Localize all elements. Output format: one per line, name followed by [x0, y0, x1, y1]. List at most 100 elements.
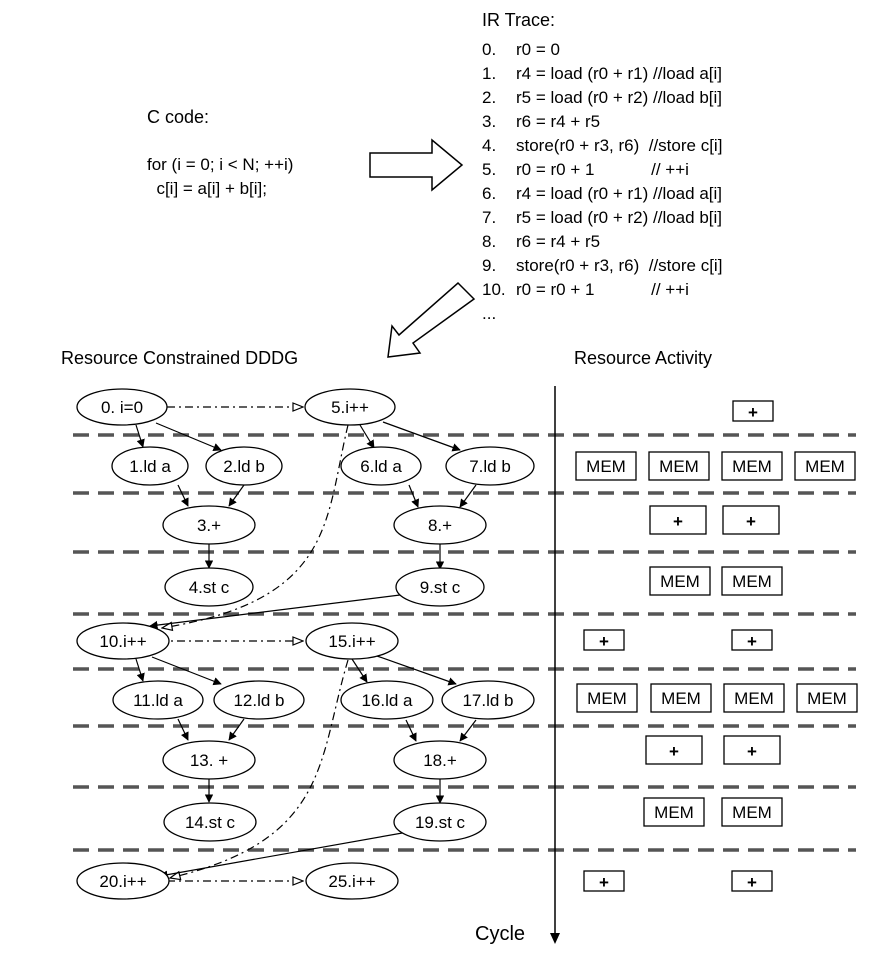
edge-7-8: [459, 484, 477, 508]
ir-trace-title: IR Trace:: [482, 10, 556, 30]
ir-trace-line-text: store(r0 + r3, r6) //store c[i]: [516, 136, 723, 155]
resource-box-frame: [732, 400, 774, 422]
ir-trace-line-number: 6.: [482, 184, 497, 203]
resource-box-label: MEM: [661, 689, 701, 708]
resource-activity-title: Resource Activity: [574, 348, 713, 368]
resource-box-frame: [576, 683, 638, 713]
dddg-node-9: 9.st c: [395, 567, 485, 607]
node-label: 8.+: [428, 516, 452, 535]
resource-box-label: MEM: [654, 803, 694, 822]
edge-11-13: [177, 718, 189, 741]
node-label: 9.st c: [420, 578, 461, 597]
dddg-node-5: 5.i++: [304, 388, 396, 426]
resource-box-frame: [722, 505, 780, 535]
resource-add-box: +: [723, 735, 781, 765]
resource-mem-box: MEM: [721, 566, 783, 596]
resource-mem-box: MEM: [643, 797, 705, 827]
edge-17-18: [459, 719, 477, 742]
edge-2-3: [228, 484, 245, 507]
resource-box-label: MEM: [660, 572, 700, 591]
resource-box-label: +: [747, 873, 757, 892]
dddg-node-16: 16.ld a: [340, 680, 434, 720]
resource-box-frame: [731, 629, 773, 651]
node-ellipse: [393, 505, 487, 545]
node-label: 2.ld b: [223, 457, 265, 476]
node-ellipse: [162, 740, 256, 780]
resource-mem-box: MEM: [721, 797, 783, 827]
resource-box-label: +: [673, 512, 683, 531]
ir-trace-line-text: r5 = load (r0 + r2) //load b[i]: [516, 208, 722, 227]
node-label: 4.st c: [189, 578, 230, 597]
dddg-node-7: 7.ld b: [445, 446, 535, 486]
ir-trace-line-number: 0.: [482, 40, 497, 59]
node-ellipse: [76, 862, 170, 900]
resource-box-frame: [721, 451, 783, 481]
edge-15-17: [376, 655, 457, 686]
resource-box-frame: [723, 683, 785, 713]
c-code-label: C code:: [147, 107, 210, 127]
resource-box-frame: [645, 735, 703, 765]
ir-trace-line-number: 4.: [482, 136, 497, 155]
resource-box-label: +: [599, 873, 609, 892]
ir-trace-line-text: r6 = r4 + r5: [516, 112, 601, 131]
ir-trace-line-number: 8.: [482, 232, 497, 251]
edge-16-18: [405, 719, 417, 742]
ir-trace-line-text: r4 = load (r0 + r1) //load a[i]: [516, 64, 722, 83]
resource-box-frame: [583, 870, 625, 892]
dddg-node-14: 14.st c: [163, 802, 257, 842]
dddg-node-15: 15.i++: [305, 622, 399, 660]
ir-trace-line-number: 9.: [482, 256, 497, 275]
dddg-node-3: 3.+: [162, 505, 256, 545]
resource-mem-box: MEM: [649, 566, 711, 596]
resource-mem-box: MEM: [796, 683, 858, 713]
edge-15-16: [351, 658, 368, 683]
edge-19-20: [159, 831, 409, 879]
dddg-node-4: 4.st c: [164, 567, 254, 607]
dddg-edges: [135, 407, 477, 881]
dddg-node-10: 10.i++: [76, 622, 170, 660]
ir-trace-line-text: r5 = load (r0 + r2) //load b[i]: [516, 88, 722, 107]
dddg-node-13: 13. +: [162, 740, 256, 780]
edge-0-2: [155, 422, 222, 451]
resource-box-frame: [731, 870, 773, 892]
resource-box-label: MEM: [586, 457, 626, 476]
node-ellipse: [340, 680, 434, 720]
node-label: 25.i++: [328, 872, 375, 891]
resource-add-box: +: [722, 505, 780, 535]
resource-box-label: MEM: [807, 689, 847, 708]
node-ellipse: [162, 505, 256, 545]
ir-trace-line-number: ...: [482, 304, 497, 323]
resource-box-frame: [648, 451, 710, 481]
node-label: 1.ld a: [129, 457, 171, 476]
ir-trace-line-text: r0 = r0 + 1 // ++i: [516, 160, 689, 179]
resource-mem-box: MEM: [575, 451, 637, 481]
dddg-node-17: 17.ld b: [441, 680, 535, 720]
node-ellipse: [441, 680, 535, 720]
node-label: 14.st c: [185, 813, 236, 832]
resource-box-frame: [583, 629, 625, 651]
resource-box-frame: [794, 451, 856, 481]
edge-5-7: [382, 421, 461, 452]
resource-mem-box: MEM: [794, 451, 856, 481]
dddg-node-0: 0. i=0: [76, 388, 168, 426]
resource-box-frame: [723, 735, 781, 765]
cycle-axis: [550, 386, 560, 944]
resource-mem-box: MEM: [721, 451, 783, 481]
ir-trace-line-text: r0 = r0 + 1 // ++i: [516, 280, 689, 299]
node-ellipse: [111, 446, 189, 486]
edge-10-12: [151, 656, 222, 686]
node-ellipse: [205, 446, 283, 486]
resource-box-frame: [649, 566, 711, 596]
resource-box-frame: [721, 566, 783, 596]
resource-box-frame: [796, 683, 858, 713]
resource-add-box: +: [645, 735, 703, 765]
node-ellipse: [393, 740, 487, 780]
resource-add-box: +: [731, 870, 773, 892]
ir-trace-line-number: 1.: [482, 64, 497, 83]
cycle-separators: [73, 433, 856, 852]
edge-12-13: [228, 718, 245, 741]
node-label: 13. +: [190, 751, 228, 770]
